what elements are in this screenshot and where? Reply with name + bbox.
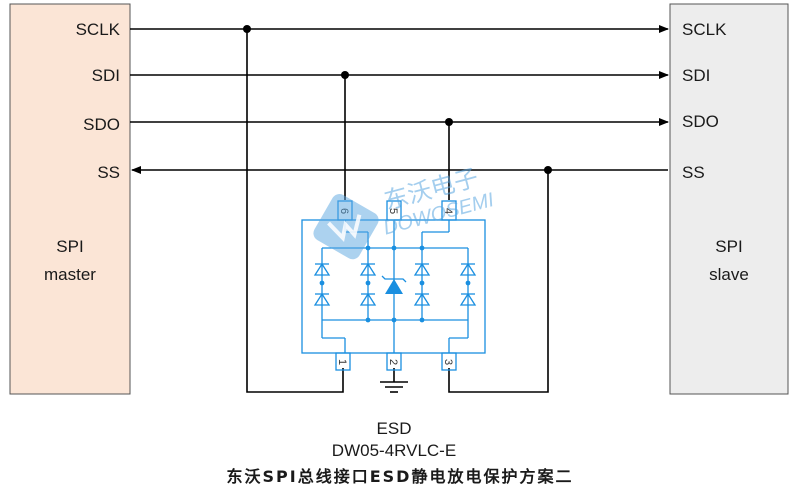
master-pin-ss: SS (97, 163, 120, 182)
ground-icon (380, 381, 408, 393)
diode-icon (313, 262, 477, 306)
slave-label-line1: SPI (715, 237, 742, 256)
esd-pin-3-label: 3 (442, 359, 454, 365)
tvs-diode-icon (381, 275, 407, 294)
master-label-line2: master (44, 265, 96, 284)
esd-caption: ESD (377, 419, 412, 438)
master-label-line1: SPI (56, 237, 83, 256)
ss-tap (448, 170, 549, 393)
dowosemi-logo: 东沃电子 DOWOSEMI (313, 163, 497, 260)
slave-pin-sdi: SDI (682, 66, 710, 85)
esd-node-dots (319, 245, 471, 323)
spi-master-block (9, 3, 131, 395)
esd-pin-1-label: 1 (336, 359, 348, 365)
sclk-tap (246, 29, 344, 393)
slave-label-line2: slave (709, 265, 749, 284)
page-title: 东沃SPI总线接口ESD静电放电保护方案二 (227, 467, 574, 486)
esd-pin-4-label: 4 (442, 208, 454, 214)
master-pin-sdo: SDO (83, 115, 120, 134)
slave-pin-sclk: SCLK (682, 20, 727, 39)
esd-pin-2-label: 2 (387, 359, 399, 365)
master-pin-sdi: SDI (92, 66, 120, 85)
master-pin-sclk: SCLK (76, 20, 121, 39)
esd-part-number: DW05-4RVLC-E (332, 441, 456, 460)
esd-pin-5-label: 5 (387, 208, 399, 214)
esd-pin-1 (335, 352, 351, 371)
slave-pin-sdo: SDO (682, 112, 719, 131)
slave-pin-ss: SS (682, 163, 705, 182)
spi-slave-block (669, 3, 789, 395)
